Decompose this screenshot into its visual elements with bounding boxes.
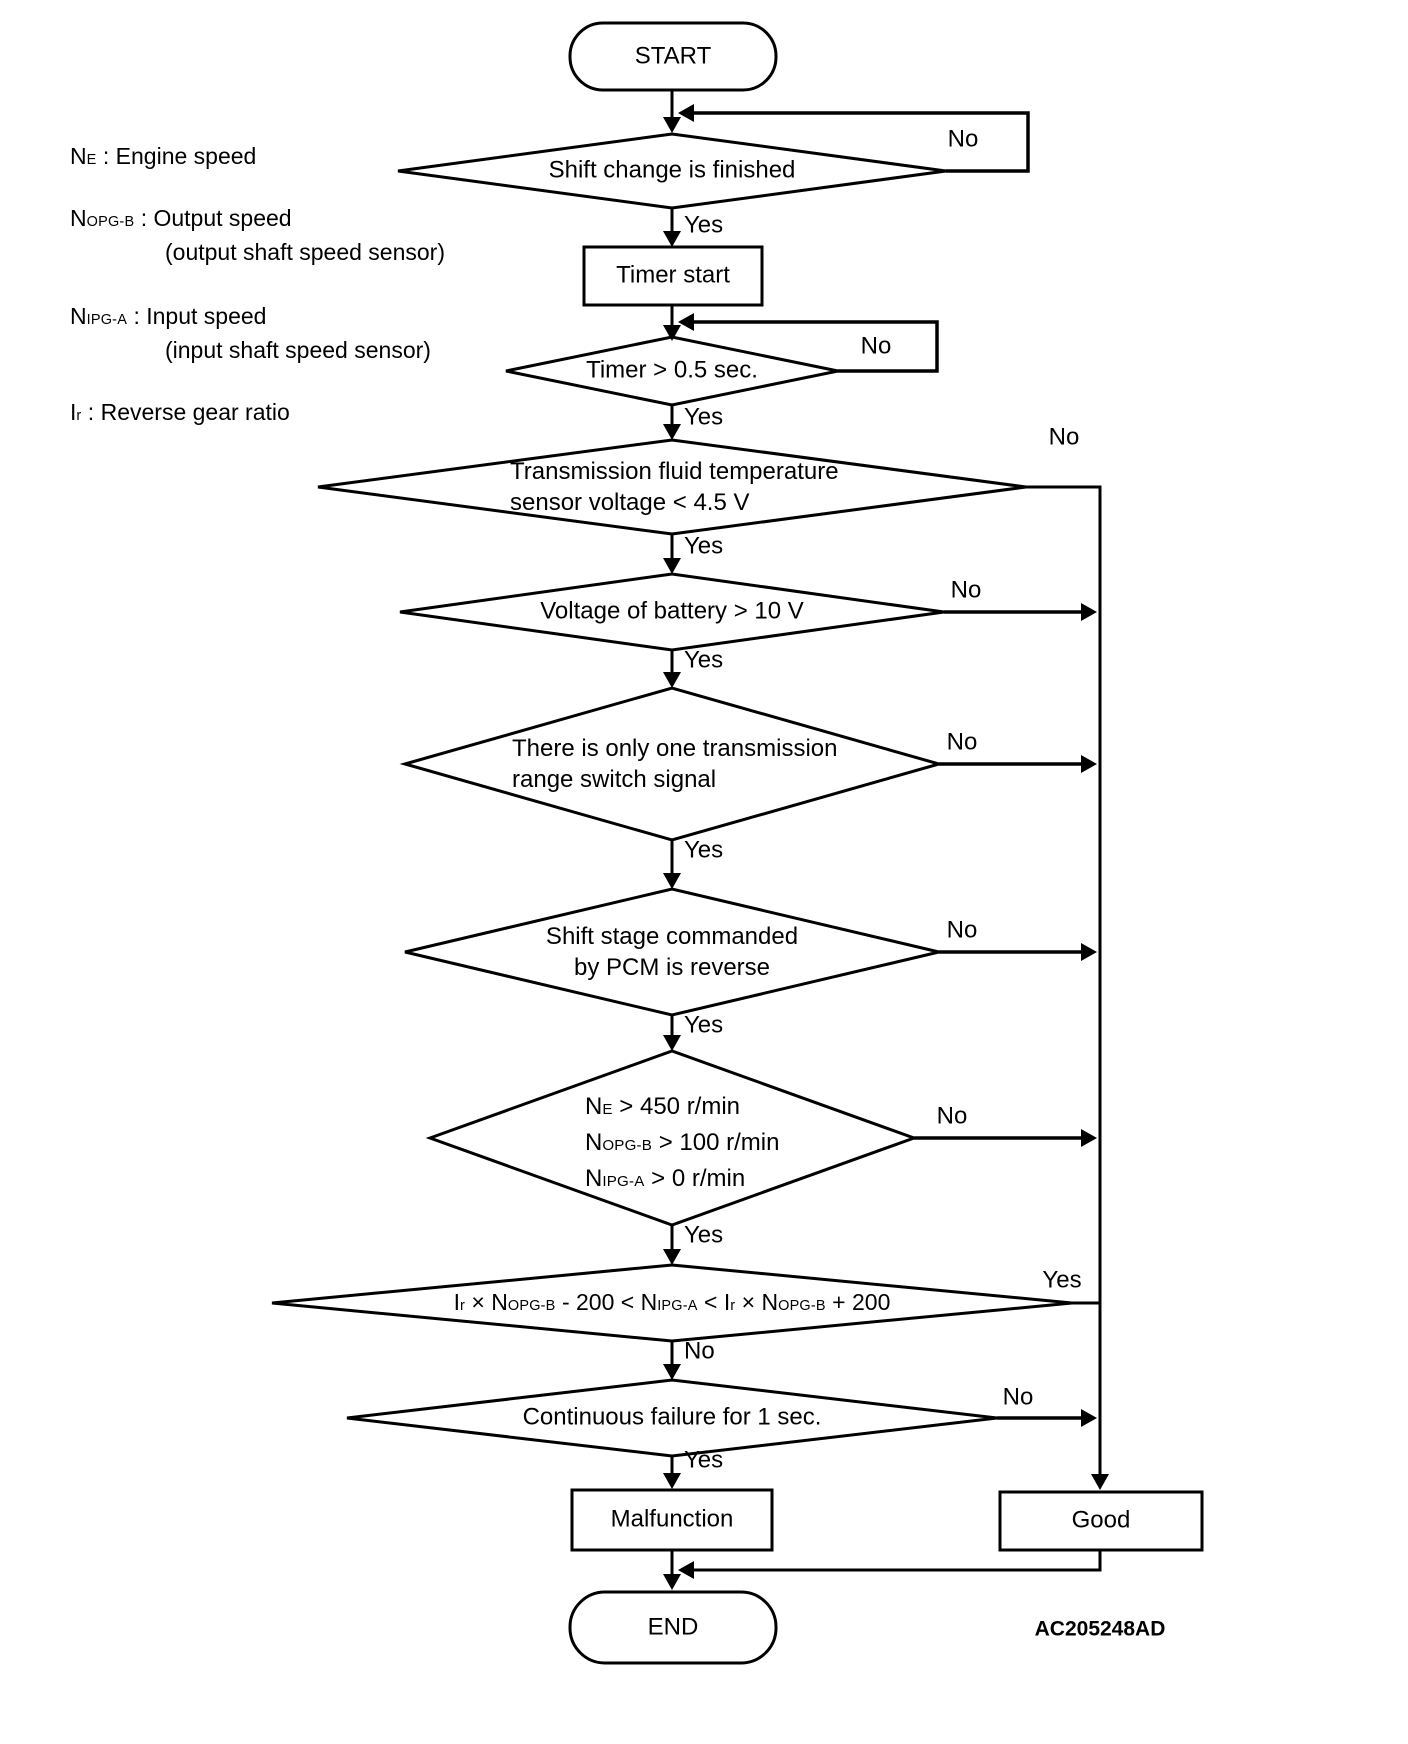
yes-label-d8: Yes [1042, 1266, 1082, 1294]
decision-shift-stage-line2: by PCM is reverse [573, 954, 771, 981]
decision-shift-stage-label: Shift stage commanded by PCM is reverse [546, 921, 798, 983]
no-label-d7: No [936, 1102, 968, 1130]
arrowhead-down-malfunction [663, 1473, 681, 1489]
end-label: END [647, 1613, 699, 1641]
no-label-d6: No [946, 916, 978, 944]
no-label-d4: No [950, 576, 982, 604]
arrowhead-left-loop2 [678, 313, 694, 331]
arrowhead-right-d7 [1081, 1129, 1097, 1147]
arrowhead-down-d4 [663, 558, 681, 574]
yes-label-d9: Yes [684, 1446, 724, 1474]
decision-shift-stage-line1: Shift stage commanded [545, 923, 799, 950]
arrowhead-down-d5 [663, 672, 681, 688]
trunk-no-line [1026, 485, 1102, 1474]
end-node-shape [568, 1590, 778, 1665]
yes-label-d4: Yes [684, 646, 724, 674]
decision-fluid-temp-line1: Transmission fluid temperature [510, 458, 839, 485]
decision-range-switch-line2: range switch signal [512, 766, 717, 793]
arrowhead-down-d2 [663, 325, 681, 341]
decision-shift-change-shape [397, 132, 947, 210]
decision-shift-change-label: Shift change is finished [548, 156, 796, 184]
arrowhead-down-good [1091, 1474, 1109, 1490]
decision-battery-label: Voltage of battery > 10 V [540, 597, 804, 625]
legend-output-speed: NOPG-B : Output speed [70, 205, 292, 232]
legend-input-speed: NIPG-A : Input speed [70, 303, 267, 330]
arrowhead-right-d9 [1081, 1409, 1097, 1427]
decision-speeds-label: NE > 450 r/min NOPG-B > 100 r/min NIPG-A… [585, 1090, 779, 1198]
arrowhead-down-d3 [663, 424, 681, 440]
result-good-label: Good [1071, 1506, 1131, 1534]
decision-speeds-line3: NIPG-A > 0 r/min [585, 1165, 746, 1192]
arrowhead-left-merge [678, 1561, 694, 1579]
decision-range-switch-label: There is only one transmission range swi… [512, 733, 837, 795]
arrowhead-down-d7 [663, 1035, 681, 1051]
decision-timer-label: Timer > 0.5 sec. [586, 356, 758, 384]
arrowhead-down-timer [663, 231, 681, 247]
no-label-d5: No [946, 728, 978, 756]
figure-code-watermark: AC205248AD [1034, 1617, 1166, 1641]
legend-engine-speed: NE : Engine speed [70, 143, 257, 170]
no-label-d8: No [684, 1337, 715, 1365]
yes-label-d6: Yes [684, 1011, 724, 1039]
decision-ratio-formula-label: Ir × NOPG-B - 200 < NIPG-A < Ir × NOPG-B… [453, 1289, 891, 1316]
yes-label-d2: Yes [684, 403, 724, 431]
arrowhead-down-d9 [663, 1364, 681, 1380]
legend-reverse-gear-ratio: Ir : Reverse gear ratio [70, 399, 290, 426]
no-label-d2: No [860, 332, 892, 360]
decision-continuous-failure-label: Continuous failure for 1 sec. [522, 1403, 822, 1431]
arrowhead-right-d4 [1081, 603, 1097, 621]
arrowhead-left-loop1 [678, 104, 694, 122]
no-label-d3: No [1048, 423, 1080, 451]
result-malfunction-label: Malfunction [610, 1505, 734, 1533]
arrowhead-down-d1 [663, 117, 681, 133]
arrowhead-right-d6 [1081, 943, 1097, 961]
arrowhead-down-end [663, 1574, 681, 1590]
connector-good-end [694, 1550, 1102, 1572]
start-label: START [634, 42, 712, 70]
arrowhead-down-d6 [663, 873, 681, 889]
loop-no-d2 [694, 320, 939, 373]
decision-speeds-line2: NOPG-B > 100 r/min [585, 1129, 780, 1156]
loop-no-d1 [694, 111, 1030, 173]
decision-timer-shape [505, 335, 839, 407]
process-timer-start-label: Timer start [616, 261, 730, 289]
arrowhead-right-d5 [1081, 755, 1097, 773]
decision-range-switch-line1: There is only one transmission [512, 735, 838, 762]
yes-label-d3: Yes [684, 532, 724, 560]
yes-label-d5: Yes [684, 836, 724, 864]
decision-fluid-temp-label: Transmission fluid temperature sensor vo… [510, 456, 839, 518]
legend-input-speed-sensor: (input shaft speed sensor) [165, 337, 431, 364]
no-label-d1: No [947, 125, 979, 153]
decision-speeds-line1: NE > 450 r/min [585, 1093, 741, 1120]
arrowhead-down-d8 [663, 1249, 681, 1265]
decision-fluid-temp-line2: sensor voltage < 4.5 V [510, 489, 750, 516]
yes-label-d7: Yes [684, 1221, 724, 1249]
legend-output-speed-sensor: (output shaft speed sensor) [165, 239, 445, 266]
yes-label-d1: Yes [684, 211, 724, 239]
no-label-d9: No [1002, 1383, 1034, 1411]
